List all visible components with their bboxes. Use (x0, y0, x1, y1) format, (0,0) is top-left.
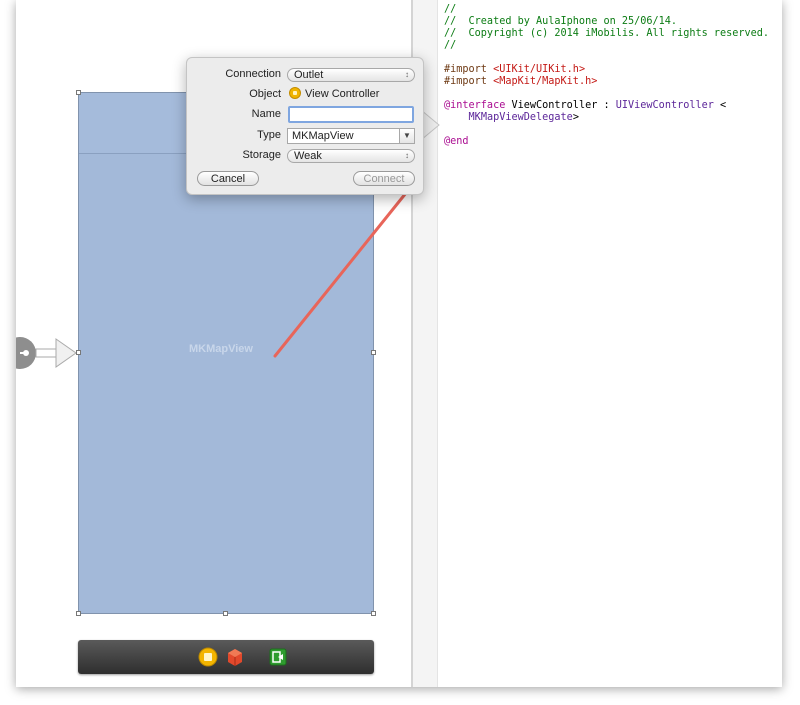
code-line[interactable]: // Copyright (c) 2014 iMobilis. All righ… (444, 28, 769, 40)
first-responder-icon[interactable] (225, 647, 245, 667)
connect-button[interactable]: Connect (353, 171, 415, 186)
code-token: // (444, 4, 457, 15)
code-token: @interface (444, 100, 506, 111)
code-token: @end (444, 136, 469, 147)
code-token (444, 112, 469, 123)
code-token: // Created by AulaIphone on 25/06/14. (444, 16, 678, 27)
code-line[interactable]: // Created by AulaIphone on 25/06/14. (444, 16, 769, 28)
dropdown-arrow-icon[interactable]: ▼ (399, 129, 414, 143)
code-line[interactable] (444, 52, 769, 64)
object-label: Object (249, 88, 281, 100)
code-line[interactable]: // (444, 40, 769, 52)
storage-value: Weak (294, 150, 322, 162)
xcode-window: MKMapView //// Creat (16, 0, 782, 687)
name-label: Name (251, 108, 281, 120)
resize-handle-top-left[interactable] (76, 90, 81, 95)
object-value-field: View Controller (289, 87, 379, 100)
code-token: <MapKit/MapKit.h> (493, 76, 598, 87)
code-token: <UIKit/UIKit.h> (493, 64, 586, 75)
code-line[interactable]: @end (444, 136, 769, 148)
name-field[interactable] (288, 106, 414, 123)
cancel-button[interactable]: Cancel (197, 171, 259, 186)
popup-chevron-icon: ↕ (405, 151, 409, 160)
initial-scene-arrow-icon[interactable] (16, 335, 80, 375)
code-line[interactable]: MKMapViewDelegate> (444, 112, 769, 124)
resize-handle-bottom-right[interactable] (371, 611, 376, 616)
connection-popup[interactable]: Outlet ↕ (287, 68, 415, 82)
code-token: ViewController : (505, 100, 616, 111)
assistant-code-editor[interactable]: //// Created by AulaIphone on 25/06/14./… (438, 0, 782, 687)
type-label: Type (257, 129, 281, 141)
map-view-label: MKMapView (189, 343, 253, 355)
type-value: MKMapView (292, 130, 354, 142)
code-text[interactable]: //// Created by AulaIphone on 25/06/14./… (444, 4, 769, 148)
code-line[interactable]: // (444, 4, 769, 16)
view-controller-icon[interactable] (198, 647, 218, 667)
storage-label: Storage (242, 149, 281, 161)
popover-pointer-icon (421, 110, 440, 140)
resize-handle-bottom[interactable] (223, 611, 228, 616)
resize-handle-left[interactable] (76, 350, 81, 355)
code-line[interactable] (444, 88, 769, 100)
connection-value: Outlet (294, 69, 324, 81)
code-line[interactable]: #import <MapKit/MapKit.h> (444, 76, 769, 88)
code-token: // (444, 40, 457, 51)
code-token: < (713, 100, 727, 111)
code-token: > (572, 112, 579, 123)
scene-dock (78, 640, 374, 674)
code-token: #import (444, 64, 494, 75)
resize-handle-bottom-left[interactable] (76, 611, 81, 616)
code-token: MKMapViewDelegate (468, 112, 573, 123)
connection-label: Connection (225, 68, 281, 80)
resize-handle-right[interactable] (371, 350, 376, 355)
code-token: #import (444, 76, 494, 87)
type-combo-box[interactable]: MKMapView ▼ (287, 128, 415, 144)
exit-icon[interactable] (268, 647, 288, 667)
view-controller-icon (289, 87, 301, 99)
code-line[interactable] (444, 124, 769, 136)
code-line[interactable]: #import <UIKit/UIKit.h> (444, 64, 769, 76)
code-line[interactable]: @interface ViewController : UIViewContro… (444, 100, 769, 112)
object-value: View Controller (305, 88, 380, 100)
storage-popup[interactable]: Weak ↕ (287, 149, 415, 163)
outlet-connection-popover: Connection Outlet ↕ Object View Controll… (186, 57, 424, 195)
popup-chevron-icon: ↕ (405, 70, 409, 79)
code-token: // Copyright (c) 2014 iMobilis. All righ… (444, 28, 770, 39)
code-token: UIViewController (615, 100, 714, 111)
